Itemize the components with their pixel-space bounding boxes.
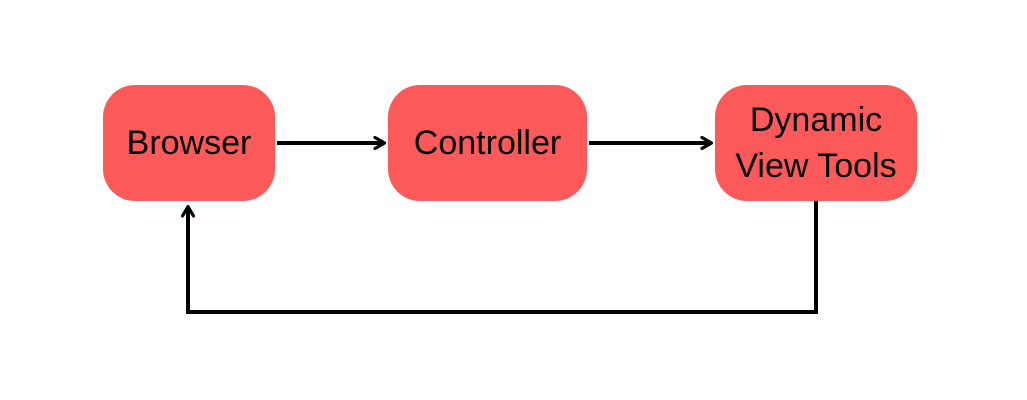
node-controller: Controller bbox=[388, 85, 587, 201]
node-dynamic-view-tools-label: Dynamic View Tools bbox=[735, 100, 897, 185]
node-browser: Browser bbox=[103, 85, 275, 201]
node-browser-label: Browser bbox=[126, 123, 252, 162]
node-controller-label: Controller bbox=[413, 123, 562, 162]
edge-dynamic-view-tools-to-browser-feedback bbox=[180, 200, 818, 314]
node-dynamic-view-tools: Dynamic View Tools bbox=[715, 85, 917, 201]
